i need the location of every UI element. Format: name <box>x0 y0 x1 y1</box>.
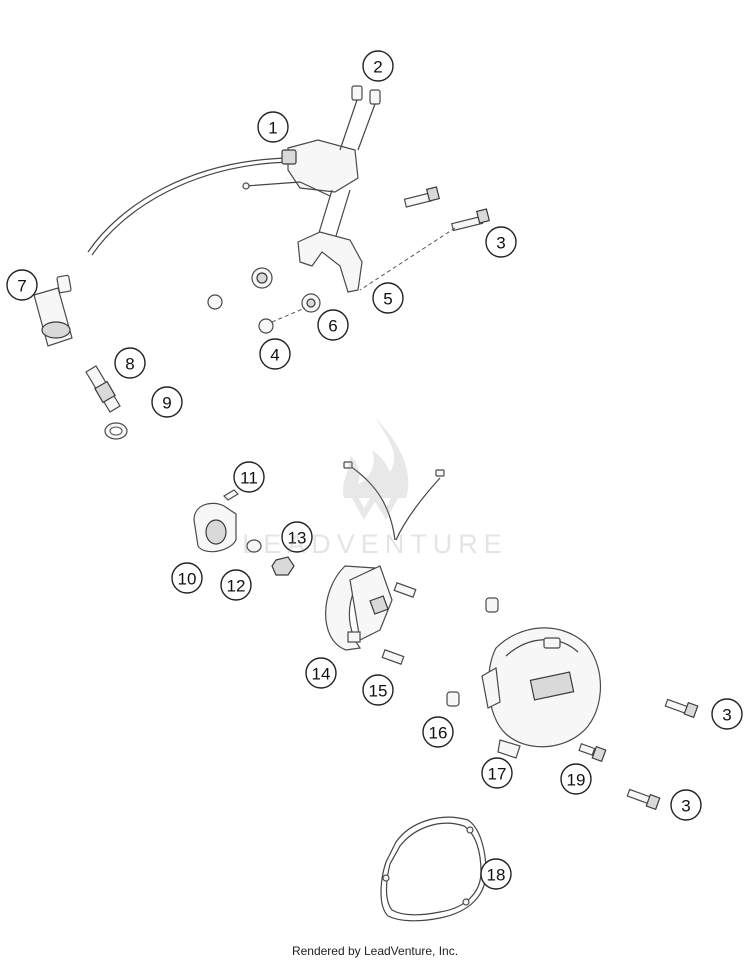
callout-8: 8 <box>114 347 146 379</box>
svg-text:10: 10 <box>178 570 197 589</box>
callout-14: 14 <box>305 657 337 689</box>
callout-1: 1 <box>257 111 289 143</box>
woodruff-key <box>223 489 239 501</box>
cover-gasket <box>380 816 487 922</box>
svg-text:14: 14 <box>312 665 331 684</box>
callout-12: 12 <box>220 569 252 601</box>
callout-13: 13 <box>281 521 313 553</box>
svg-text:16: 16 <box>429 724 448 743</box>
stator-screws <box>381 582 417 665</box>
svg-text:12: 12 <box>227 577 246 596</box>
ignition-coil <box>87 139 359 256</box>
footer-credit: Rendered by LeadVenture, Inc. <box>291 944 459 958</box>
rotor <box>193 502 237 553</box>
svg-text:9: 9 <box>162 394 171 413</box>
svg-text:5: 5 <box>383 290 392 309</box>
callout-15: 15 <box>362 674 394 706</box>
coil-bracket <box>297 231 363 293</box>
callout-11: 11 <box>233 461 265 493</box>
callout-9: 9 <box>151 386 183 418</box>
svg-text:7: 7 <box>17 277 26 296</box>
callout-16: 16 <box>422 716 454 748</box>
ignition-cover <box>481 627 602 759</box>
sealing-ring <box>104 422 128 440</box>
svg-text:1: 1 <box>268 119 277 138</box>
svg-text:6: 6 <box>328 317 337 336</box>
callout-2: 2 <box>362 50 394 82</box>
callout-3-upper: 3 <box>485 226 517 258</box>
svg-text:18: 18 <box>487 866 506 885</box>
spark-plug-connector <box>33 274 73 347</box>
watermark-text: LEADVENTURE <box>242 529 508 559</box>
flame-logo-icon <box>343 418 409 521</box>
callout-4: 4 <box>259 338 291 370</box>
callout-19: 19 <box>560 763 592 795</box>
rotor-nut <box>271 556 295 576</box>
rubber-bushings <box>207 267 321 334</box>
svg-text:3: 3 <box>722 706 731 725</box>
dowel-pins <box>446 597 499 707</box>
svg-text:17: 17 <box>488 765 507 784</box>
callout-3-right: 3 <box>711 698 743 730</box>
svg-text:3: 3 <box>496 234 505 253</box>
svg-text:3: 3 <box>681 797 690 816</box>
callout-5: 5 <box>372 282 404 314</box>
svg-text:2: 2 <box>373 58 382 77</box>
callout-17: 17 <box>481 757 513 789</box>
leadventure-watermark: LEADVENTURE <box>240 410 510 560</box>
callout-6: 6 <box>317 309 349 341</box>
bolts-upper <box>359 186 491 291</box>
cover-screws <box>578 698 699 811</box>
callout-7: 7 <box>6 269 38 301</box>
svg-text:11: 11 <box>240 469 258 488</box>
svg-text:8: 8 <box>125 355 134 374</box>
rotor-washer <box>246 539 262 553</box>
callout-10: 10 <box>171 562 203 594</box>
callout-18: 18 <box>480 858 512 890</box>
svg-text:15: 15 <box>369 682 388 701</box>
spark-plug <box>85 365 121 413</box>
svg-text:4: 4 <box>270 346 279 365</box>
callout-3-lower: 3 <box>670 789 702 821</box>
stator <box>325 461 445 651</box>
svg-text:19: 19 <box>567 771 586 790</box>
coil-mounting-screws <box>317 85 381 237</box>
svg-text:13: 13 <box>288 529 307 548</box>
